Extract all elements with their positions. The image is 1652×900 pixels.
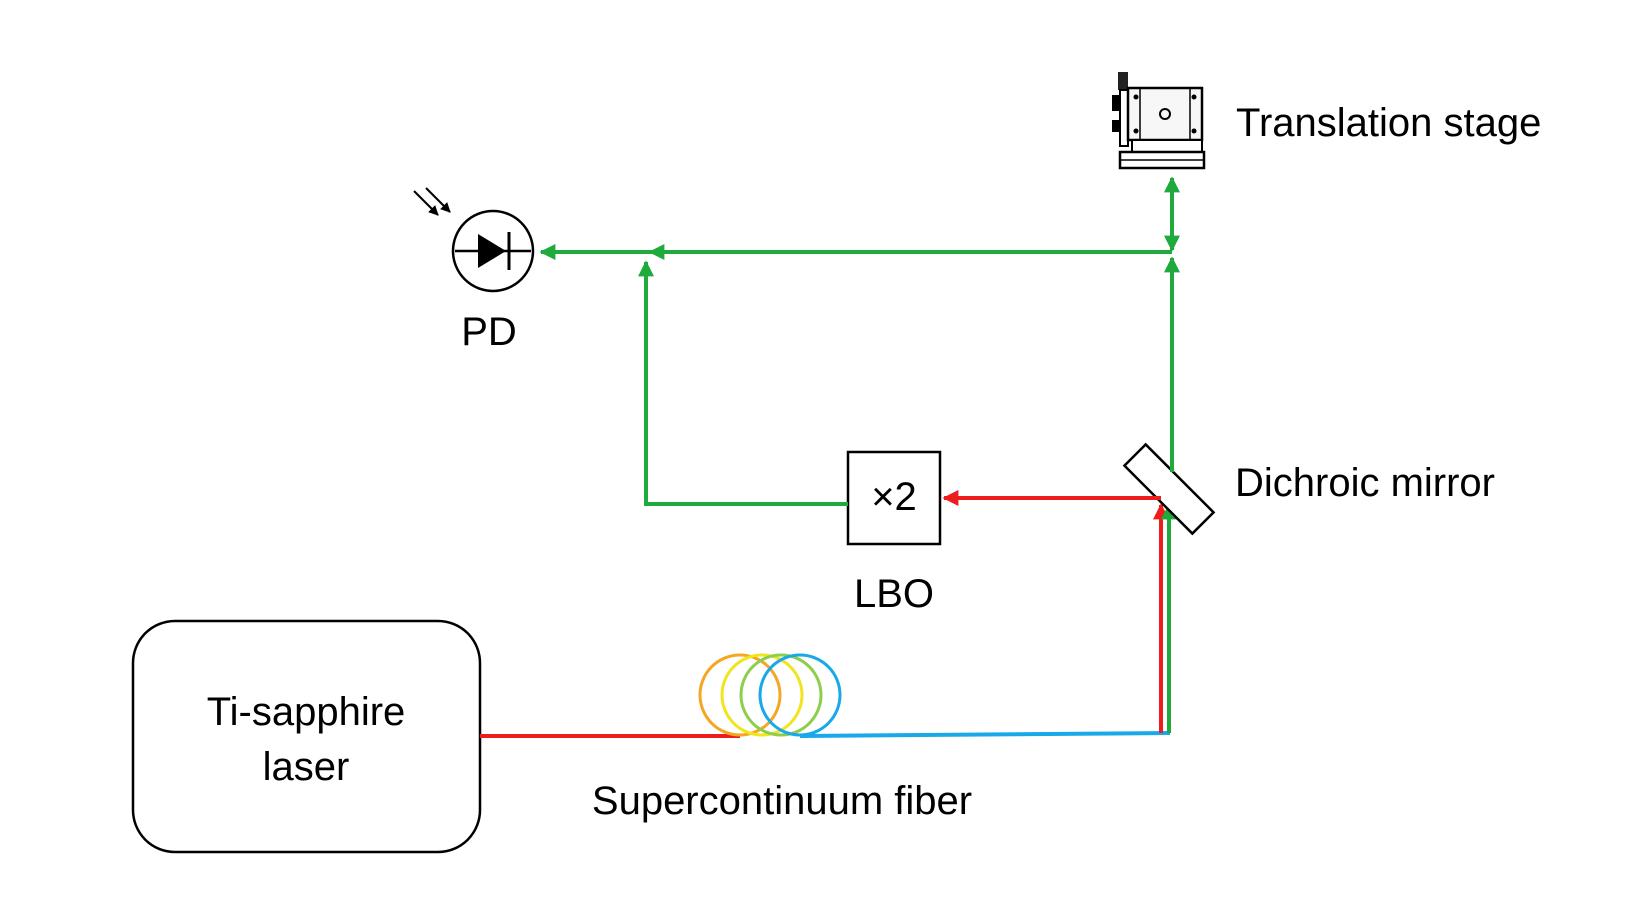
pd-diode-triangle xyxy=(478,234,506,268)
fiber-label: Supercontinuum fiber xyxy=(592,779,972,823)
pd-light-arrow-2 xyxy=(425,187,451,213)
fiber-loop-orange xyxy=(698,653,782,737)
lbo-crystal xyxy=(846,450,942,546)
mirror-label: Dichroic mirror xyxy=(1235,461,1495,505)
blue-beam-fiber-output xyxy=(799,731,1171,738)
fiber-loop-yellow xyxy=(720,653,804,737)
lbo-label: LBO xyxy=(854,572,934,616)
fiber-loop-blue xyxy=(758,653,842,737)
pd-light-arrow-1 xyxy=(413,190,439,216)
fiber-coil xyxy=(698,653,842,737)
fiber-loop-green xyxy=(739,653,823,737)
laser-box xyxy=(131,619,482,854)
stage-label: Translation stage xyxy=(1236,101,1541,145)
laser-label-line1: Ti-sapphire xyxy=(207,690,406,734)
lbo-doubler-label: ×2 xyxy=(871,475,917,519)
photodiode-icon xyxy=(413,187,535,293)
laser-label-line2: laser xyxy=(263,745,350,789)
green-beam-from-lbo xyxy=(638,260,848,506)
translation-stage-icon xyxy=(1112,72,1206,170)
pd-label: PD xyxy=(461,310,517,354)
